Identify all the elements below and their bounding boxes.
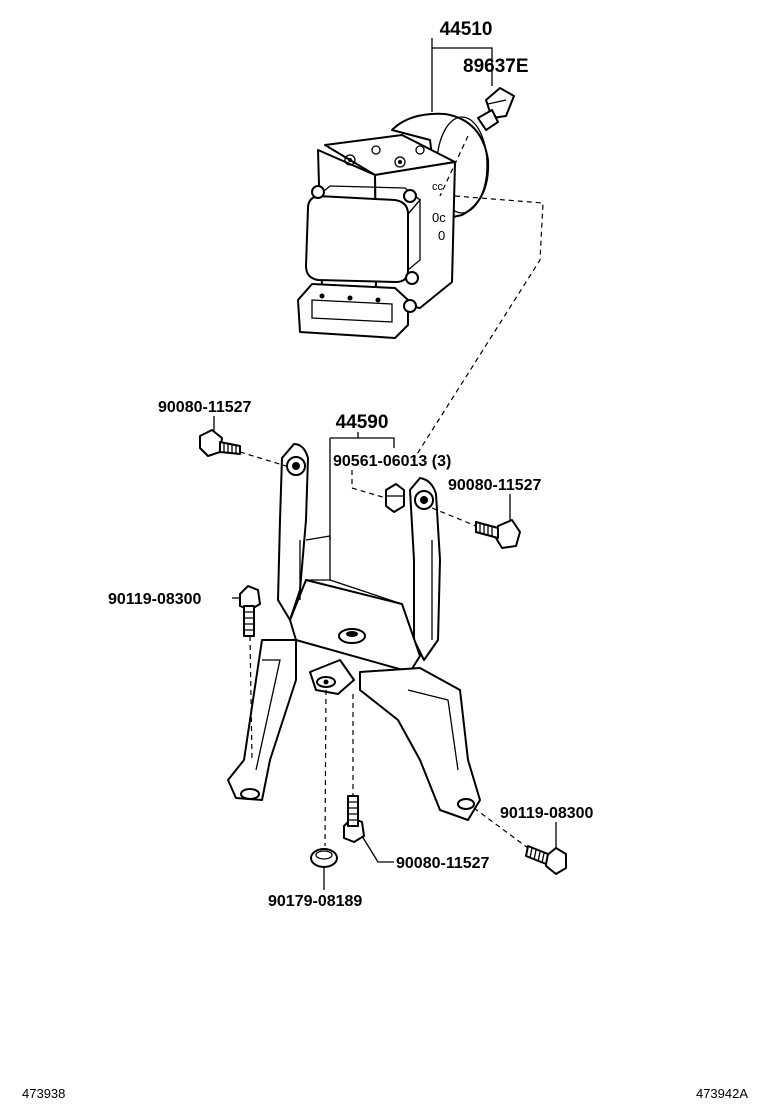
svg-text:0: 0 — [438, 228, 445, 243]
leader-bolt-bottom — [361, 835, 394, 863]
dashed-lower-right — [473, 807, 529, 849]
bolt-bottom — [343, 795, 365, 843]
bolt-left — [239, 585, 261, 637]
label-bolt-right: 90119-08300 — [500, 805, 594, 822]
label-sensor: 89637E — [463, 56, 529, 77]
label-grommet: 90561-06013 (3) — [333, 453, 451, 470]
bracket-44590 — [227, 443, 481, 821]
label-bolt-upper-right: 90080-11527 — [448, 477, 542, 494]
bolt-upper-right — [475, 519, 521, 549]
svg-text:cc: cc — [432, 181, 444, 193]
footer-right-id: 473942A — [696, 1086, 748, 1101]
washer-bottom — [310, 848, 338, 868]
bolt-lower-right — [525, 845, 567, 875]
label-bolt-left: 90119-08300 — [108, 591, 202, 608]
abs-actuator: cc 0c 0 — [297, 112, 490, 339]
bolt-upper-left — [199, 429, 241, 457]
label-washer-bottom: 90179-08189 — [268, 893, 362, 910]
dashed-upper-left — [239, 451, 287, 467]
svg-text:0c: 0c — [432, 210, 446, 225]
dashed-washer — [324, 689, 327, 847]
dashed-actuator-bracket — [411, 135, 544, 463]
label-bolt-upper-left: 90080-11527 — [158, 399, 252, 416]
leader-44510 — [431, 38, 493, 112]
dashed-grommet-leader — [351, 470, 387, 499]
footer-left-id: 473938 — [22, 1086, 65, 1101]
label-bolt-bottom: 90080-11527 — [396, 855, 490, 872]
dashed-left — [249, 635, 253, 761]
grommet — [385, 483, 405, 513]
leader-44590 — [329, 432, 395, 540]
label-bracket: 44590 — [336, 412, 389, 433]
pressure-sensor — [477, 87, 515, 131]
dashed-upper-right — [431, 507, 477, 527]
label-actuator: 44510 — [440, 19, 493, 40]
